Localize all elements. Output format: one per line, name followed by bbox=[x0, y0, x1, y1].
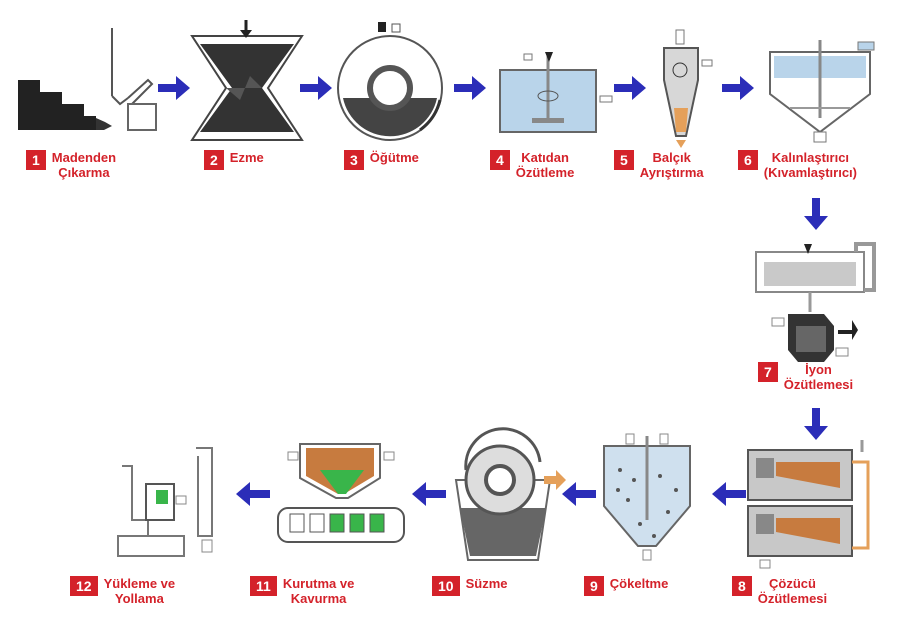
step-number-badge: 7 bbox=[758, 362, 778, 382]
step-number-badge: 6 bbox=[738, 150, 758, 170]
arrow-10-11 bbox=[412, 482, 446, 506]
arrow-1-2 bbox=[158, 76, 190, 100]
step-title-line2: Özütleme bbox=[515, 165, 575, 180]
step-10-label: 10 Süzme bbox=[432, 576, 507, 596]
step-title-line1: Öğütme bbox=[369, 150, 419, 165]
arrow-5-6 bbox=[722, 76, 754, 100]
leach-tank-illustration bbox=[499, 52, 613, 133]
step-title-line1: Madenden bbox=[51, 150, 117, 165]
arrow-11-12 bbox=[236, 482, 270, 506]
step-number-badge: 8 bbox=[732, 576, 752, 596]
step-number-badge: 5 bbox=[614, 150, 634, 170]
step-title-line1: Süzme bbox=[465, 576, 508, 591]
mining-illustration bbox=[18, 28, 157, 131]
step-title-line1: Kurutma ve bbox=[282, 576, 355, 591]
step-title-line2: Kavurma bbox=[290, 591, 347, 606]
step-title-line1: Çökeltme bbox=[609, 576, 669, 591]
step-6-label: 6 Kalınlaştırıcı(Kıvamlaştırıcı) bbox=[738, 150, 857, 180]
step-title-line2: Ayrıştırma bbox=[639, 165, 704, 180]
precipitation-illustration bbox=[603, 433, 691, 561]
step-title-line1: Ezme bbox=[229, 150, 264, 165]
step-number-badge: 1 bbox=[26, 150, 46, 170]
step-title-line1: Kalınlaştırıcı bbox=[771, 150, 850, 165]
ion-exchange-illustration bbox=[755, 242, 876, 362]
dryer-illustration bbox=[277, 443, 405, 543]
step-number-badge: 12 bbox=[70, 576, 98, 596]
arrow-4-5 bbox=[614, 76, 646, 100]
arrow-3-4 bbox=[454, 76, 486, 100]
arrow-2-3 bbox=[300, 76, 332, 100]
step-number-badge: 11 bbox=[250, 576, 277, 596]
thickener-illustration bbox=[769, 40, 875, 143]
step-number-badge: 2 bbox=[204, 150, 224, 170]
step-number-badge: 10 bbox=[432, 576, 460, 596]
crusher-illustration bbox=[190, 20, 304, 141]
step-3-label: 3 Öğütme bbox=[344, 150, 419, 170]
filter-illustration bbox=[454, 427, 566, 561]
step-title-line2: Özütlemesi bbox=[783, 377, 854, 392]
step-number-badge: 4 bbox=[490, 150, 510, 170]
mill-illustration bbox=[337, 22, 443, 141]
flow-arrows bbox=[158, 76, 828, 506]
step-title-line1: Katıdan bbox=[521, 150, 569, 165]
step-number-badge: 9 bbox=[584, 576, 604, 596]
step-title-line2: Çıkarma bbox=[58, 165, 110, 180]
step-title-line1: Çözücü bbox=[769, 576, 816, 591]
step-title-line1: İyon bbox=[805, 362, 832, 377]
step-title-line1: Balçık bbox=[652, 150, 691, 165]
step-9-label: 9 Çökeltme bbox=[584, 576, 668, 596]
step-number-badge: 3 bbox=[344, 150, 364, 170]
cyclone-illustration bbox=[663, 29, 713, 148]
arrow-7-8 bbox=[804, 408, 828, 440]
arrow-8-9 bbox=[712, 482, 746, 506]
step-title-line1: Yükleme ve bbox=[103, 576, 176, 591]
step-title-line2: Yollama bbox=[114, 591, 164, 606]
arrow-9-10 bbox=[562, 482, 596, 506]
arrow-6-7 bbox=[804, 198, 828, 230]
step-title-line2: (Kıvamlaştırıcı) bbox=[763, 165, 857, 180]
step-title-line2: Özütlemesi bbox=[757, 591, 828, 606]
step-2-label: 2 Ezme bbox=[204, 150, 264, 170]
solvent-extraction-illustration bbox=[747, 440, 870, 569]
loading-illustration bbox=[117, 447, 213, 557]
